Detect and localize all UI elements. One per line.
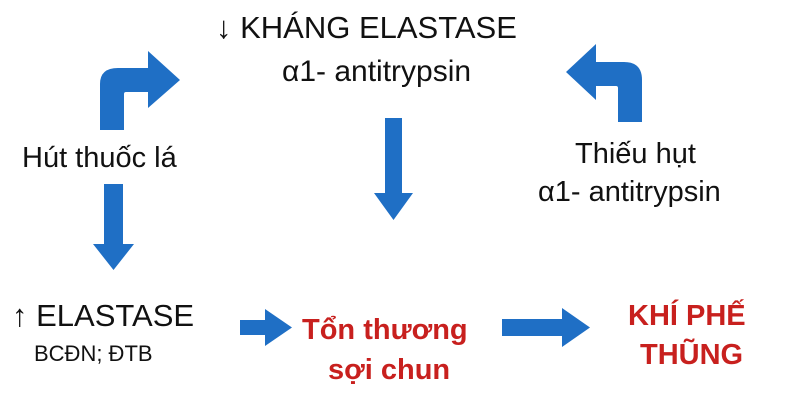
curved-arrow-deficiency-to-antielastase [566,44,642,122]
elastase-label: ↑ ELASTASE [12,298,195,333]
curved-arrow-smoking-to-antielastase [100,51,180,130]
elastase-source: BCĐN; ĐTB [34,341,153,366]
smoking-label: Hút thuốc lá [22,142,177,174]
anti-elastase-title: ↓ KHÁNG ELASTASE [216,10,517,45]
down-arrow-antielastase-to-damage [374,118,413,220]
deficiency-subtitle: α1- antitrypsin [538,176,721,208]
fiber-damage-subtitle: sợi chun [328,354,451,386]
anti-elastase-subtitle: α1- antitrypsin [282,55,472,88]
right-arrow-damage-to-emphysema [502,308,590,347]
deficiency-label: Thiếu hụt [575,138,696,170]
emphysema-subtitle: THŨNG [640,339,744,371]
down-arrow-smoking-to-elastase [93,184,134,270]
right-arrow-elastase-to-damage [240,309,292,346]
emphysema-label: KHÍ PHẾ [628,300,746,332]
fiber-damage-label: Tổn thương [302,314,468,346]
